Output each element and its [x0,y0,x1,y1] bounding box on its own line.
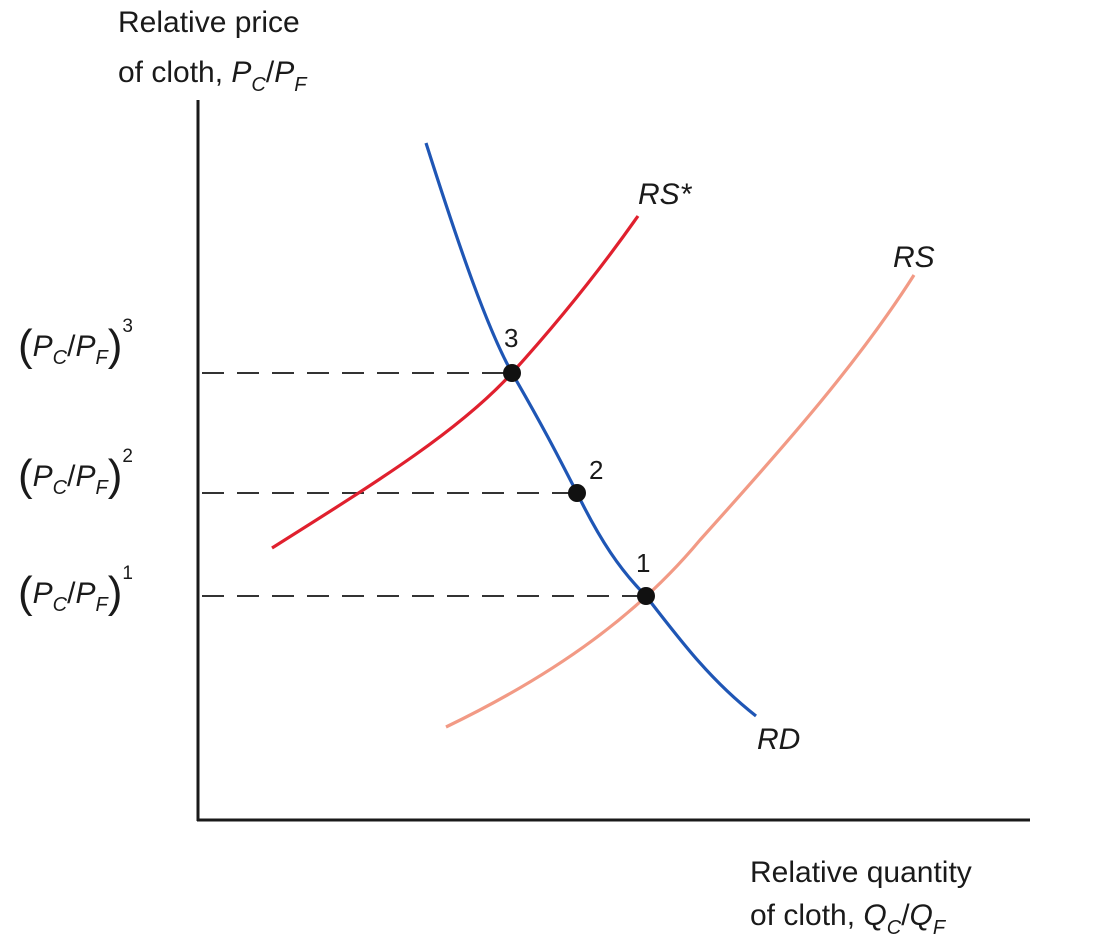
rd-curve-label: RD [757,723,800,756]
rs-star-curve-label: RS* [638,178,693,211]
equilibrium-point-2 [568,484,586,502]
equilibrium-point-3 [503,364,521,382]
price-level-1-label: (PC/PF)1 [18,563,133,617]
y-axis-title-line1: Relative price [118,6,300,39]
x-axis-title-line2: of cloth, QC/QF [750,899,947,939]
point-label-3: 3 [504,323,518,353]
x-axis-title: Relative quantity of cloth, QC/QF [750,856,972,939]
point-label-2: 2 [589,455,603,485]
rs-curve [445,274,916,729]
y-axis-title-line2: of cloth, PC/PF [118,56,308,96]
point-label-1: 1 [636,548,650,578]
rs-curve-label: RS [893,241,935,274]
price-level-2-label: (PC/PF)2 [18,446,133,500]
x-axis-title-line1: Relative quantity [750,856,972,889]
y-axis-title: Relative price of cloth, PC/PF [118,6,308,96]
price-level-3-label: (PC/PF)3 [18,316,133,370]
rd-curve [424,142,757,718]
equilibrium-point-1 [637,587,655,605]
